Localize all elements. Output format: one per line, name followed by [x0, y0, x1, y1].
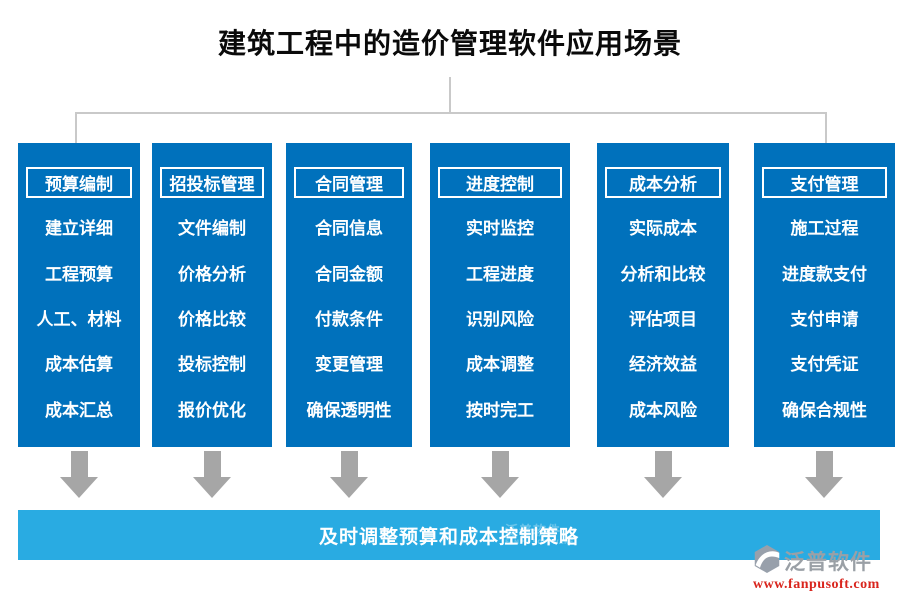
column-item: 支付凭证 — [790, 355, 859, 376]
bottom-banner-label: 及时调整预算和成本控制策略 — [318, 525, 579, 548]
column-item-list: 实时监控 工程进度 识别风险 成本调整 按时完工 — [430, 198, 570, 447]
column-item: 实时监控 — [466, 219, 534, 240]
fanpu-logo-name: 泛普软件 — [784, 550, 872, 574]
column-item: 文件编制 — [178, 219, 246, 240]
column-item-list: 建立详细 工程预算 人工、材料 成本估算 成本汇总 — [18, 198, 140, 447]
down-arrow-icon — [193, 451, 231, 498]
down-arrow-icon — [805, 451, 843, 498]
column-header: 招投标管理 — [160, 167, 264, 198]
column-header-label: 进度控制 — [466, 175, 534, 195]
column-payment-management: 支付管理 施工过程 进度款支付 支付申请 支付凭证 确保合规性 — [754, 143, 895, 447]
column-header: 支付管理 — [762, 167, 887, 198]
bottom-banner: 及时调整预算和成本控制策略 泛普软件 FANPU SOFTWARE — [18, 510, 880, 560]
connector-left-drop-line — [75, 112, 77, 145]
column-cost-analysis: 成本分析 实际成本 分析和比较 评估项目 经济效益 成本风险 — [597, 143, 729, 447]
column-budget-compilation: 预算编制 建立详细 工程预算 人工、材料 成本估算 成本汇总 — [18, 143, 140, 447]
connector-stem-line — [449, 77, 451, 113]
page-title: 建筑工程中的造价管理软件应用场景 — [217, 27, 682, 60]
column-header: 预算编制 — [26, 167, 132, 198]
column-item: 合同信息 — [315, 219, 383, 240]
column-header: 进度控制 — [438, 167, 562, 198]
column-item: 实际成本 — [629, 219, 697, 240]
column-header-label: 支付管理 — [790, 175, 859, 195]
column-item: 识别风险 — [466, 309, 534, 330]
connector-right-drop-line — [825, 112, 827, 145]
column-item: 变更管理 — [315, 355, 383, 376]
column-item: 建立详细 — [45, 219, 113, 240]
column-header-label: 合同管理 — [315, 175, 383, 195]
column-item: 工程预算 — [45, 264, 113, 285]
column-item: 成本调整 — [466, 355, 534, 376]
column-item: 工程进度 — [466, 264, 534, 285]
column-item: 人工、材料 — [36, 309, 122, 330]
column-bidding-management: 招投标管理 文件编制 价格分析 价格比较 投标控制 报价优化 — [152, 143, 272, 447]
column-item: 成本汇总 — [45, 400, 113, 421]
connector-horizontal-line — [75, 112, 827, 114]
column-item: 进度款支付 — [782, 264, 867, 285]
column-item: 经济效益 — [629, 355, 697, 376]
column-header-label: 招投标管理 — [169, 175, 255, 195]
column-item: 投标控制 — [178, 355, 246, 376]
down-arrow-icon — [60, 451, 98, 498]
column-header-label: 成本分析 — [629, 175, 697, 195]
column-item: 成本估算 — [45, 355, 113, 376]
down-arrow-icon — [330, 451, 368, 498]
column-item: 报价优化 — [178, 400, 246, 421]
column-item: 施工过程 — [790, 219, 859, 240]
column-item: 按时完工 — [466, 400, 534, 421]
column-contract-management: 合同管理 合同信息 合同金额 付款条件 变更管理 确保透明性 — [286, 143, 412, 447]
column-item: 分析和比较 — [620, 264, 706, 285]
column-item: 价格比较 — [178, 309, 246, 330]
down-arrow-icon — [644, 451, 682, 498]
column-item-list: 合同信息 合同金额 付款条件 变更管理 确保透明性 — [286, 198, 412, 447]
column-item: 合同金额 — [315, 264, 383, 285]
down-arrow-icon — [481, 451, 519, 498]
fanpu-logo: 泛普软件 www.fanpusoft.com — [753, 544, 895, 593]
column-progress-control: 进度控制 实时监控 工程进度 识别风险 成本调整 按时完工 — [430, 143, 570, 447]
column-header: 合同管理 — [294, 167, 404, 198]
column-item: 价格分析 — [178, 264, 246, 285]
column-item-list: 施工过程 进度款支付 支付申请 支付凭证 确保合规性 — [754, 198, 895, 447]
column-item: 确保透明性 — [306, 400, 392, 421]
column-item: 评估项目 — [629, 309, 697, 330]
column-item: 付款条件 — [315, 309, 383, 330]
fanpu-logo-icon — [753, 544, 781, 578]
column-header: 成本分析 — [605, 167, 721, 198]
column-item: 确保合规性 — [782, 400, 867, 421]
column-item: 成本风险 — [629, 400, 697, 421]
fanpu-logo-url: www.fanpusoft.com — [753, 577, 880, 592]
column-header-label: 预算编制 — [45, 175, 113, 195]
column-item-list: 实际成本 分析和比较 评估项目 经济效益 成本风险 — [597, 198, 729, 447]
column-item-list: 文件编制 价格分析 价格比较 投标控制 报价优化 — [152, 198, 272, 447]
column-item: 支付申请 — [790, 309, 859, 330]
